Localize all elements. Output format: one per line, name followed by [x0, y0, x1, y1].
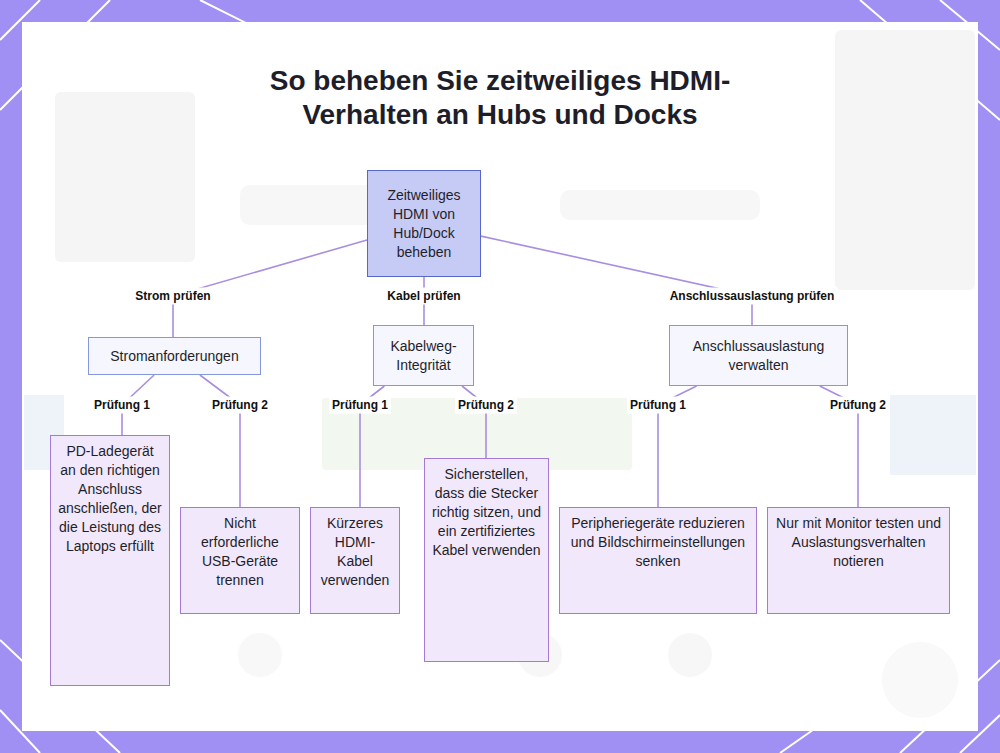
edge-label: Prüfung 2	[209, 397, 271, 414]
action-box: Peripheriegeräte reduzieren und Bildschi…	[559, 507, 757, 614]
category-box: Stromanforderungen	[88, 337, 261, 375]
node-text: Peripheriegeräte reduzieren und Bildschi…	[566, 514, 750, 571]
action-box: Nur mit Monitor testen und Auslastungsve…	[767, 507, 950, 614]
node-text: Nicht erforderliche USB-Geräte trennen	[187, 514, 293, 590]
node-text: Kürzeres HDMI-Kabel verwenden	[317, 514, 393, 590]
category-box: Anschlussauslastung verwalten	[669, 325, 848, 386]
action-box: Kürzeres HDMI-Kabel verwenden	[310, 507, 400, 614]
panel	[22, 22, 978, 731]
edge-label: Kabel prüfen	[384, 288, 463, 305]
node-text: Nur mit Monitor testen und Auslastungsve…	[774, 514, 943, 571]
category-box: Kabelweg-Integrität	[373, 325, 474, 386]
connector	[481, 236, 752, 325]
node-text: Anschlussauslastung verwalten	[678, 337, 839, 375]
root-box: Zeitweiliges HDMI von Hub/Dock beheben	[367, 170, 481, 277]
node-text: Kabelweg-Integrität	[382, 337, 465, 375]
node-text: Stromanforderungen	[97, 347, 252, 366]
action-box: Nicht erforderliche USB-Geräte trennen	[180, 507, 300, 614]
node-text: Zeitweiliges HDMI von Hub/Dock beheben	[376, 186, 472, 262]
action-box: PD-Ladegerät an den richtigen Anschluss …	[50, 435, 170, 686]
edge-label: Prüfung 2	[455, 397, 517, 414]
edge-label: Prüfung 1	[329, 397, 391, 414]
node-text: Sicherstellen, dass die Stecker richtig …	[431, 465, 542, 560]
edge-label: Prüfung 1	[627, 397, 689, 414]
connector	[200, 375, 240, 507]
action-box: Sicherstellen, dass die Stecker richtig …	[424, 458, 549, 662]
node-text: PD-Ladegerät an den richtigen Anschluss …	[57, 442, 163, 556]
diagram-title: So beheben Sie zeitweiliges HDMI-Verhalt…	[250, 64, 750, 132]
faded-illustration	[24, 30, 976, 718]
edge-label: Prüfung 2	[827, 397, 889, 414]
edge-label: Prüfung 1	[91, 397, 153, 414]
edge-label: Strom prüfen	[132, 288, 213, 305]
edge-label: Anschlussauslastung prüfen	[667, 288, 838, 305]
